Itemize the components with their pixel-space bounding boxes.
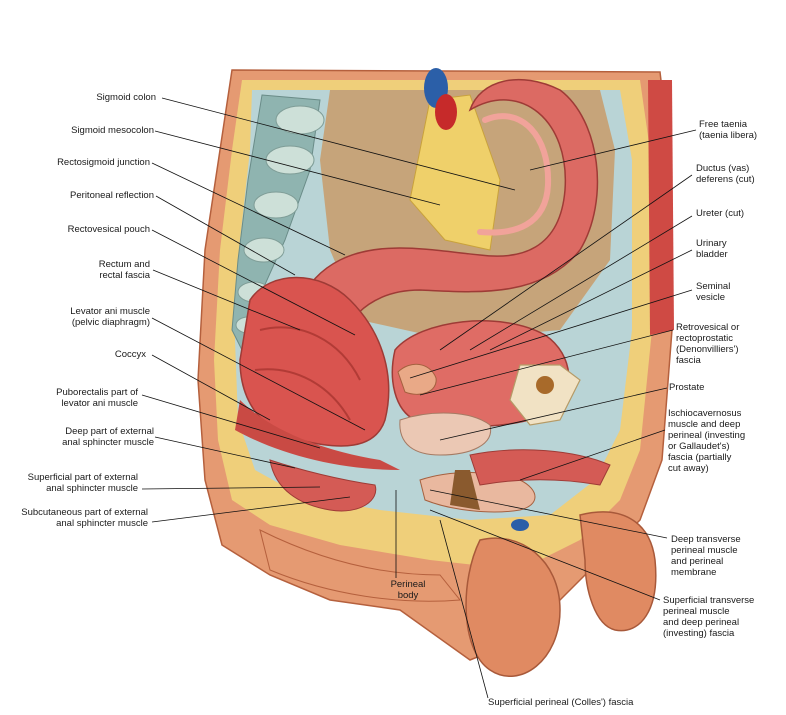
label-rectosigmoid-junction: Rectosigmoid junction bbox=[57, 157, 150, 168]
rectum-folds bbox=[254, 326, 361, 421]
artery bbox=[435, 94, 457, 130]
label-sigmoid-mesocolon: Sigmoid mesocolon bbox=[71, 125, 154, 136]
label-coccyx: Coccyx bbox=[114, 349, 146, 360]
label-subcutaneous-sphincter: Subcutaneous part of external anal sphin… bbox=[21, 507, 148, 529]
pubic-symphysis-cut bbox=[536, 376, 554, 394]
anal-sphincter bbox=[269, 459, 377, 512]
scrotum bbox=[465, 537, 561, 677]
label-prostate: Prostate bbox=[669, 382, 705, 393]
label-rectovesical-pouch: Rectovesical pouch bbox=[67, 224, 150, 235]
ischiocavernosus-muscle bbox=[469, 449, 611, 486]
perineal-skin bbox=[259, 529, 461, 602]
label-superficial-transverse: Superficial transverse perineal muscle a… bbox=[663, 595, 755, 639]
label-sigmoid-colon: Sigmoid colon bbox=[96, 92, 156, 103]
label-ischiocavernosus: Ischiocavernosus muscle and deep perinea… bbox=[668, 408, 746, 474]
label-ductus-deferens: Ductus (vas) deferens (cut) bbox=[696, 163, 755, 185]
seminal-vesicle bbox=[397, 363, 437, 395]
urethral-vessels bbox=[511, 519, 529, 531]
label-perineal-body: Perineal body bbox=[390, 579, 426, 601]
prostate bbox=[399, 412, 492, 456]
levator-ani bbox=[235, 400, 400, 470]
label-peritoneal-reflection: Peritoneal reflection bbox=[70, 190, 154, 201]
label-seminal-vesicle: Seminal vesicle bbox=[696, 281, 731, 303]
leader-lines bbox=[141, 97, 697, 699]
label-rectum-fascia: Rectum and rectal fascia bbox=[98, 259, 150, 281]
rectus-abdominis bbox=[648, 80, 674, 335]
label-deep-sphincter: Deep part of external anal sphincter mus… bbox=[62, 426, 154, 448]
penis bbox=[579, 511, 657, 632]
label-levator-ani: Levator ani muscle (pelvic diaphragm) bbox=[70, 306, 150, 328]
label-colles-fascia: Superficial perineal (Colles') fascia bbox=[488, 697, 634, 708]
label-free-taenia: Free taenia (taenia libera) bbox=[699, 119, 758, 141]
label-urinary-bladder: Urinary bladder bbox=[696, 238, 728, 260]
label-ureter: Ureter (cut) bbox=[696, 208, 745, 219]
label-retrovesical-fascia: Retrovesical or rectoprostatic (Denonvil… bbox=[676, 322, 740, 366]
label-puborectalis: Puborectalis part of levator ani muscle bbox=[56, 387, 138, 409]
penis-root bbox=[450, 470, 480, 510]
pubic-bone bbox=[509, 364, 581, 426]
label-deep-transverse: Deep transverse perineal muscle and peri… bbox=[671, 534, 741, 578]
sigmoid-mesocolon bbox=[409, 94, 501, 251]
colon-highlight bbox=[477, 113, 552, 236]
label-superficial-sphincter: Superficial part of external anal sphinc… bbox=[27, 472, 138, 494]
